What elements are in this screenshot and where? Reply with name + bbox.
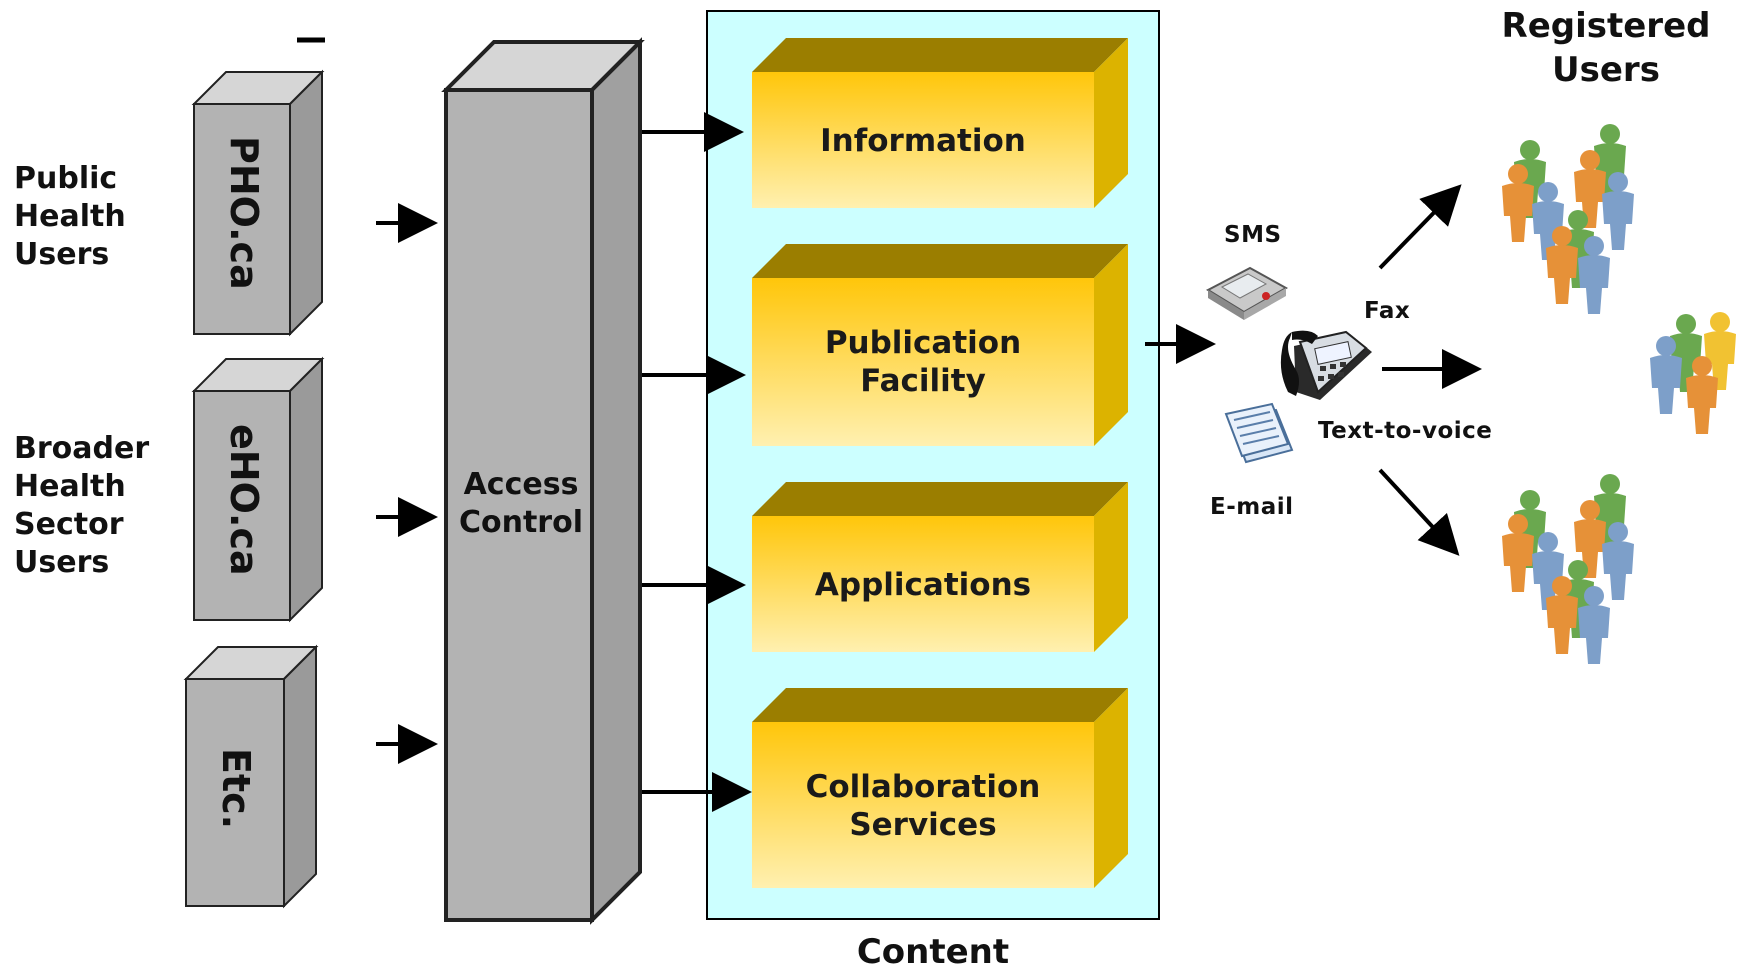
sms-device-icon (1205, 266, 1289, 320)
access-control-box (441, 37, 645, 925)
content-box-label-publication: Publication Facility (824, 325, 1022, 399)
content-box-publication (752, 244, 1128, 446)
portal-box-pho (191, 69, 325, 337)
portal-label-pho: PHO.ca (222, 136, 266, 290)
registered-users-title: Registered Users (1501, 6, 1711, 90)
people-group-top-icon (1502, 124, 1634, 314)
content-label: Content (856, 932, 1010, 972)
channel-label-text-to-voice: Text-to-voice (1318, 418, 1493, 444)
label-broader-health-sector-users: Broader Health Sector Users (14, 431, 150, 580)
channel-label-fax: Fax (1364, 298, 1411, 324)
portal-label-etc: Etc. (214, 748, 258, 830)
content-box-applications (752, 482, 1128, 652)
portal-box-eho (191, 356, 325, 623)
channel-label-sms: SMS (1224, 222, 1282, 248)
people-group-middle-icon (1650, 312, 1736, 434)
arrow-to-users-top (1378, 184, 1462, 270)
content-box-label-applications: Applications (814, 567, 1032, 603)
access-control-label: Access Control (458, 467, 583, 540)
content-box-information (752, 38, 1128, 208)
portal-label-eho: eHO.ca (222, 424, 266, 576)
arrow-to-users-bottom (1378, 468, 1460, 556)
email-document-icon (1224, 402, 1294, 464)
portal-box-etc (183, 644, 319, 909)
content-box-label-collaboration: Collaboration Services (805, 769, 1041, 843)
content-box-label-information: Information (820, 123, 1026, 159)
content-box-collaboration (752, 688, 1128, 888)
channel-label-email: E-mail (1210, 494, 1294, 520)
fax-phone-icon (1280, 330, 1372, 400)
people-group-bottom-icon (1502, 474, 1634, 664)
label-public-health-users: Public Health Users (14, 161, 126, 272)
